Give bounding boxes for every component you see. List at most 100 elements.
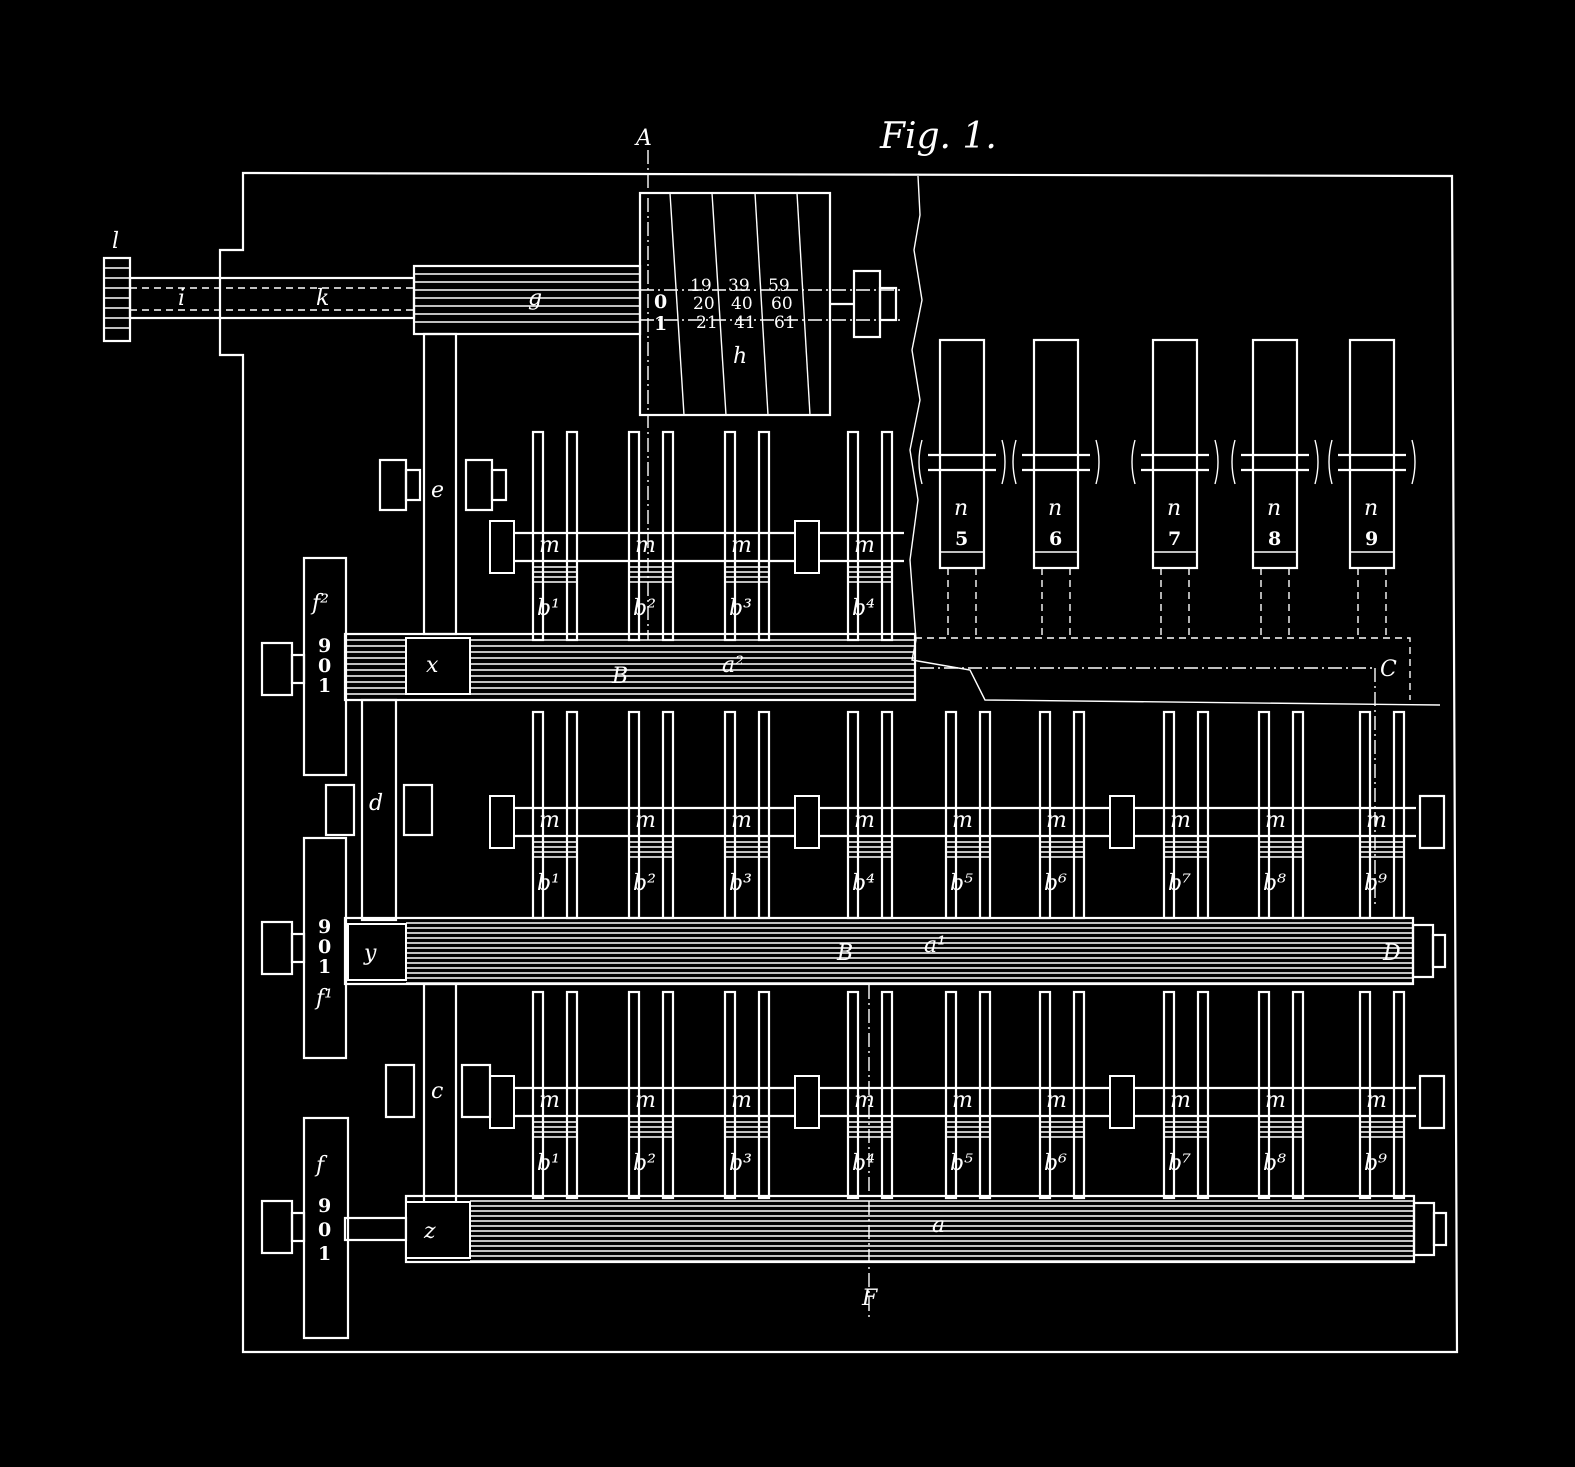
label-n: n xyxy=(1048,496,1062,521)
label-n: n xyxy=(954,496,968,521)
section-mark-b-middle: B xyxy=(836,941,853,966)
label-m: m xyxy=(731,1088,752,1113)
rack-bot-7: m b⁷ xyxy=(1162,990,1210,1200)
axle-end-bearing xyxy=(1418,794,1446,850)
label-m: m xyxy=(1265,808,1286,833)
rack-bot-6: mb⁶ xyxy=(1038,990,1086,1200)
label-rack-3: b³ xyxy=(729,596,752,621)
axle-collar xyxy=(794,520,820,574)
label-n: n xyxy=(1267,496,1281,521)
label-m: m xyxy=(1046,808,1067,833)
section-mark-b: B xyxy=(611,664,628,689)
rack-mid-6: mb⁶ xyxy=(1038,710,1086,920)
label-rack-1: b¹ xyxy=(537,596,560,621)
n-digit-2: 6 xyxy=(1049,528,1062,550)
label-y: y xyxy=(363,941,377,966)
svg-text:60: 60 xyxy=(771,294,793,314)
rack-mid-4: m b⁴ xyxy=(846,710,894,920)
label-m: m xyxy=(635,533,656,558)
n-digit-4: 8 xyxy=(1268,528,1281,550)
shaft-i-k xyxy=(128,276,416,320)
label-m: m xyxy=(1170,1088,1191,1113)
svg-text:f: f xyxy=(314,1153,328,1178)
section-mark-c: C xyxy=(1380,657,1397,682)
label-m: m xyxy=(539,533,560,558)
label-e: e xyxy=(431,478,444,503)
svg-text:59: 59 xyxy=(768,276,790,296)
n-unit-1: n5 xyxy=(918,338,1006,636)
label-m: m xyxy=(539,1088,560,1113)
svg-text:39: 39 xyxy=(728,276,750,296)
label-rack-3: b³ xyxy=(729,1151,752,1176)
svg-text:9: 9 xyxy=(318,916,331,938)
block-z xyxy=(405,1201,471,1259)
label-z: z xyxy=(423,1219,436,1244)
label-rack-7: b⁷ xyxy=(1168,1151,1191,1176)
label-m: m xyxy=(952,1088,973,1113)
label-rack-2: b² xyxy=(633,1151,656,1176)
n-digit-3: 7 xyxy=(1168,528,1181,550)
axle-collar xyxy=(1109,795,1135,849)
label-m: m xyxy=(539,808,560,833)
rack-mid-2: m b² xyxy=(627,710,675,920)
label-n: n xyxy=(1364,496,1378,521)
label-rack-2: b² xyxy=(633,596,656,621)
svg-text:1: 1 xyxy=(654,313,667,335)
axle-collar xyxy=(794,1075,820,1129)
rack-bot-9: mb⁹ xyxy=(1358,990,1406,1200)
svg-text:f¹: f¹ xyxy=(314,986,333,1011)
rack-bot-2: mb² xyxy=(627,990,675,1200)
rack-bot-4: mb⁴ xyxy=(846,990,894,1200)
section-mark-f: F xyxy=(861,1286,878,1311)
wheel-f: f 9 0 1 xyxy=(260,1116,350,1340)
label-m: m xyxy=(854,808,875,833)
link-d xyxy=(360,698,398,922)
label-n: n xyxy=(1167,496,1181,521)
rack-bot-1: mb¹ xyxy=(531,990,579,1200)
label-rack-2: b² xyxy=(633,871,656,896)
label-m: m xyxy=(1366,808,1387,833)
rack-top-3: mb³ xyxy=(723,430,771,642)
svg-text:1: 1 xyxy=(318,1243,331,1265)
label-rack-5: b⁵ xyxy=(950,1151,973,1176)
rack-mid-1: mb¹ xyxy=(531,710,579,920)
n-unit-2: n6 xyxy=(1012,338,1100,636)
rack-top-4: mb⁴ xyxy=(846,430,894,642)
figure-title: Fig. 1. xyxy=(879,116,997,157)
wheel-f2: f² 9 0 1 xyxy=(260,556,348,777)
label-m: m xyxy=(854,1088,875,1113)
label-rack-3: b³ xyxy=(729,871,752,896)
label-l: l xyxy=(112,229,119,254)
drum-scale-numbers: 0 1 19 20 21 39 40 41 59 60 61 xyxy=(654,276,796,335)
svg-text:1: 1 xyxy=(318,956,331,978)
label-m: m xyxy=(952,808,973,833)
n-digit-1: 5 xyxy=(955,528,968,550)
label-m: m xyxy=(1170,808,1191,833)
label-m: m xyxy=(1046,1088,1067,1113)
svg-text:20: 20 xyxy=(693,294,715,314)
label-a1: a¹ xyxy=(924,933,946,958)
label-rack-7: b⁷ xyxy=(1168,871,1191,896)
n-unit-4: n8 xyxy=(1231,338,1319,636)
wheel-f1: 9 0 1 f¹ xyxy=(260,836,348,1060)
rack-bot-8: mb⁸ xyxy=(1257,990,1305,1200)
label-rack-4: b⁴ xyxy=(852,871,875,896)
label-i: i xyxy=(178,286,185,311)
svg-text:19: 19 xyxy=(690,276,712,296)
sleeve-g xyxy=(412,264,642,336)
rack-bot-3: m b³ xyxy=(723,990,771,1200)
label-rack-8: b⁸ xyxy=(1263,1151,1286,1176)
svg-text:0: 0 xyxy=(318,1219,331,1241)
block-y xyxy=(347,923,407,981)
svg-text:1: 1 xyxy=(318,675,331,697)
break-line xyxy=(909,175,1441,706)
rack-mid-8: m b⁸ xyxy=(1257,710,1305,920)
n-digit-5: 9 xyxy=(1365,528,1378,550)
label-rack-8: b⁸ xyxy=(1263,871,1286,896)
label-m: m xyxy=(635,808,656,833)
n-unit-3: n7 xyxy=(1131,338,1219,636)
